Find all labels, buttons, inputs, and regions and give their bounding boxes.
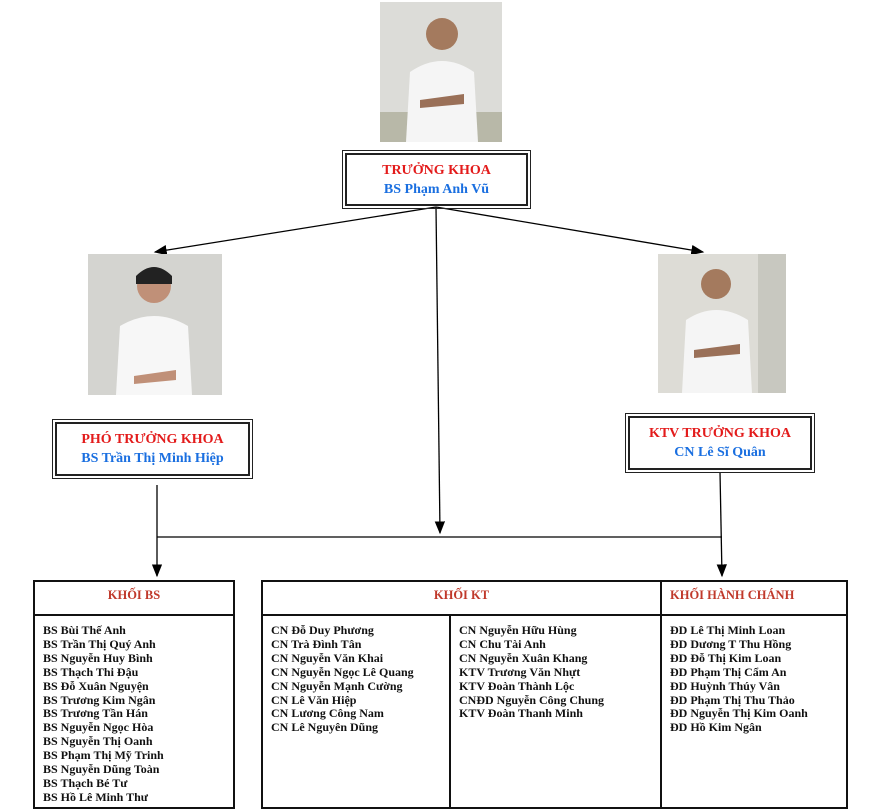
member-item: BS Trương Tần Hán (43, 706, 148, 721)
technician-head-title: KTV TRƯỞNG KHOA (648, 426, 792, 441)
technician-head-name: CN Lê Sĩ Quân (674, 445, 766, 460)
member-item: CN Đỗ Duy Phương (271, 623, 374, 637)
technician-head-photo (658, 254, 786, 393)
deputy-title: PHÓ TRƯỞNG KHOA (81, 432, 224, 447)
member-item: KTV Đoàn Thành Lộc (459, 678, 575, 693)
member-item: BS Thạch Bé Tư (43, 775, 128, 790)
member-item: BS Nguyễn Dũng Toàn (43, 762, 160, 777)
member-item: CN Lê Nguyên Dũng (271, 720, 379, 735)
member-item: BS Bùi Thế Anh (43, 623, 126, 637)
deputy-name: BS Trần Thị Minh Hiệp (81, 451, 224, 466)
member-item: ĐD Đỗ Thị Kim Loan (670, 650, 782, 665)
member-item: CN Nguyễn Xuân Khang (459, 650, 588, 665)
head-name: BS Phạm Anh Vũ (383, 182, 490, 197)
deputy-role-box: PHÓ TRƯỞNG KHOA BS Trần Thị Minh Hiệp (52, 419, 253, 479)
member-item: BS Thạch Thi Đậu (43, 664, 139, 679)
deputy-photo (88, 254, 222, 395)
member-item: BS Nguyễn Ngọc Hòa (43, 720, 154, 735)
member-item: ĐD Dương T Thu Hồng (670, 636, 792, 651)
member-item: ĐD Phạm Thị Thu Thảo (670, 692, 795, 707)
member-item: BS Phạm Thị Mỹ Trinh (43, 748, 164, 763)
member-item: ĐD Phạm Thị Cẩm An (670, 664, 787, 679)
technician-head-role-box: KTV TRƯỞNG KHOA CN Lê Sĩ Quân (625, 413, 815, 473)
member-item: BS Trần Thị Quý Anh (43, 636, 156, 651)
member-item: BS Trương Kim Ngân (43, 692, 156, 707)
head-role-box: TRƯỞNG KHOA BS Phạm Anh Vũ (342, 150, 531, 209)
member-item: CNĐD Nguyễn Công Chung (459, 692, 605, 707)
member-item: CN Chu Tài Anh (459, 636, 546, 651)
group-hc-title: KHỐI HÀNH CHÁNH (662, 582, 846, 616)
member-item: CN Nguyễn Ngọc Lê Quang (271, 664, 414, 679)
group-kt-title: KHỐI KT (263, 582, 660, 616)
member-item: CN Nguyễn Văn Khai (271, 650, 384, 665)
member-item: ĐD Lê Thị Minh Loan (670, 623, 786, 637)
member-item: KTV Đoàn Thanh Minh (459, 706, 583, 721)
head-photo (380, 2, 502, 142)
member-item: ĐD Hồ Kim Ngân (670, 720, 762, 735)
member-item: ĐD Huỳnh Thúy Vân (670, 678, 780, 693)
member-item: CN Nguyễn Mạnh Cường (271, 678, 403, 693)
member-item: CN Trà Đình Tân (271, 636, 362, 651)
member-item: ĐD Nguyễn Thị Kim Oanh (670, 706, 808, 721)
member-item: CN Lê Văn Hiệp (271, 692, 357, 707)
member-item: BS Hồ Lê Minh Thư (43, 789, 149, 804)
group-bs-title: KHỐI BS (35, 582, 233, 616)
head-title: TRƯỞNG KHOA (382, 163, 491, 178)
member-item: BS Nguyễn Thị Oanh (43, 734, 153, 749)
member-item: KTV Trương Văn Nhựt (459, 664, 581, 679)
member-item: BS Đỗ Xuân Nguyện (43, 678, 149, 693)
member-item: CN Nguyễn Hữu Hùng (459, 623, 577, 637)
member-item: CN Lương Công Nam (271, 706, 384, 721)
member-item: BS Nguyễn Huy Bình (43, 650, 153, 665)
